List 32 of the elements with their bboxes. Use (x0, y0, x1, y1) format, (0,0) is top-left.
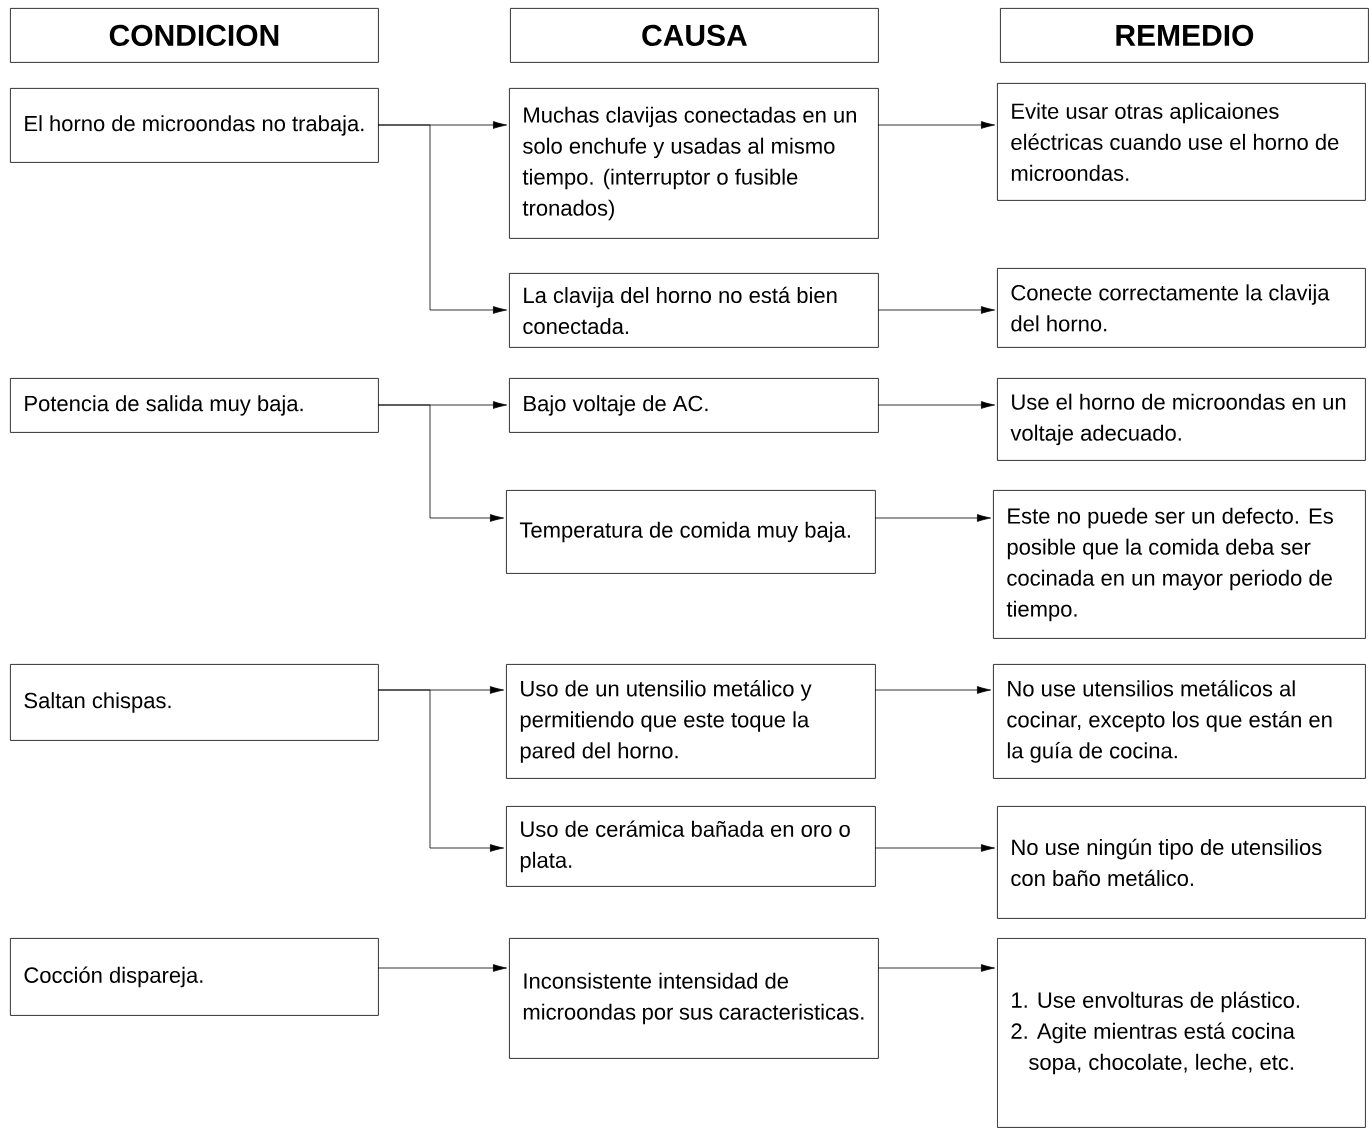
header-box: CAUSA (510, 8, 879, 63)
condition-box: Saltan chispas. (10, 664, 379, 741)
remedy-box: Use el horno de microondas en un voltaje adecuado. (997, 378, 1366, 461)
cause-box: Uso de un utensilio metálico y permitiendo que este toque la pared del horno. (506, 664, 876, 779)
header-box: REMEDIO (1000, 8, 1369, 63)
remedy-box: No use ningún tipo de utensilios con baño metálico. (997, 806, 1366, 919)
cause-box: La clavija del horno no está bien conectada. (509, 273, 879, 348)
remedy-box: 1. Use envolturas de plástico. 2. Agite mientras está cocina sopa, chocolate, leche, etc. (997, 938, 1366, 1128)
cause-box: Bajo voltaje de AC. (509, 378, 879, 433)
arrow (377, 689, 504, 852)
remedy-box: Evite usar otras aplicaiones eléctricas cuando use el horno de microondas. (997, 83, 1366, 201)
arrow (877, 964, 995, 972)
condition-box: El horno de microondas no trabaja. (10, 88, 379, 163)
condition-box: Cocción dispareja. (10, 938, 379, 1016)
cause-box: Temperatura de comida muy baja. (506, 490, 876, 574)
arrow (874, 514, 991, 522)
cause-box: Uso de cerámica bañada en oro o plata. (506, 806, 876, 887)
arrow (874, 686, 991, 694)
cause-box: Muchas clavijas conectadas en un solo enchufe y usadas al mismo tiempo. (interruptor o fusible tronados) (509, 88, 879, 239)
arrow (877, 121, 995, 129)
header-box: CONDICION (10, 8, 379, 63)
arrow (377, 124, 507, 314)
arrow (874, 844, 995, 852)
cause-box: Inconsistente intensidad de microondas por sus caracteristicas. (509, 938, 879, 1059)
remedy-box: Conecte correctamente la clavija del horno. (997, 268, 1366, 348)
arrow (877, 306, 995, 314)
condition-box: Potencia de salida muy baja. (10, 378, 379, 433)
arrow (877, 401, 995, 409)
arrow (377, 964, 507, 972)
remedy-box: Este no puede ser un defecto. Es posible que la comida deba ser cocinada en un mayor periodo de tiempo. (993, 490, 1366, 639)
arrow (377, 404, 504, 522)
remedy-box: No use utensilios metálicos al cocinar, excepto los que están en la guía de cocina. (993, 664, 1366, 779)
